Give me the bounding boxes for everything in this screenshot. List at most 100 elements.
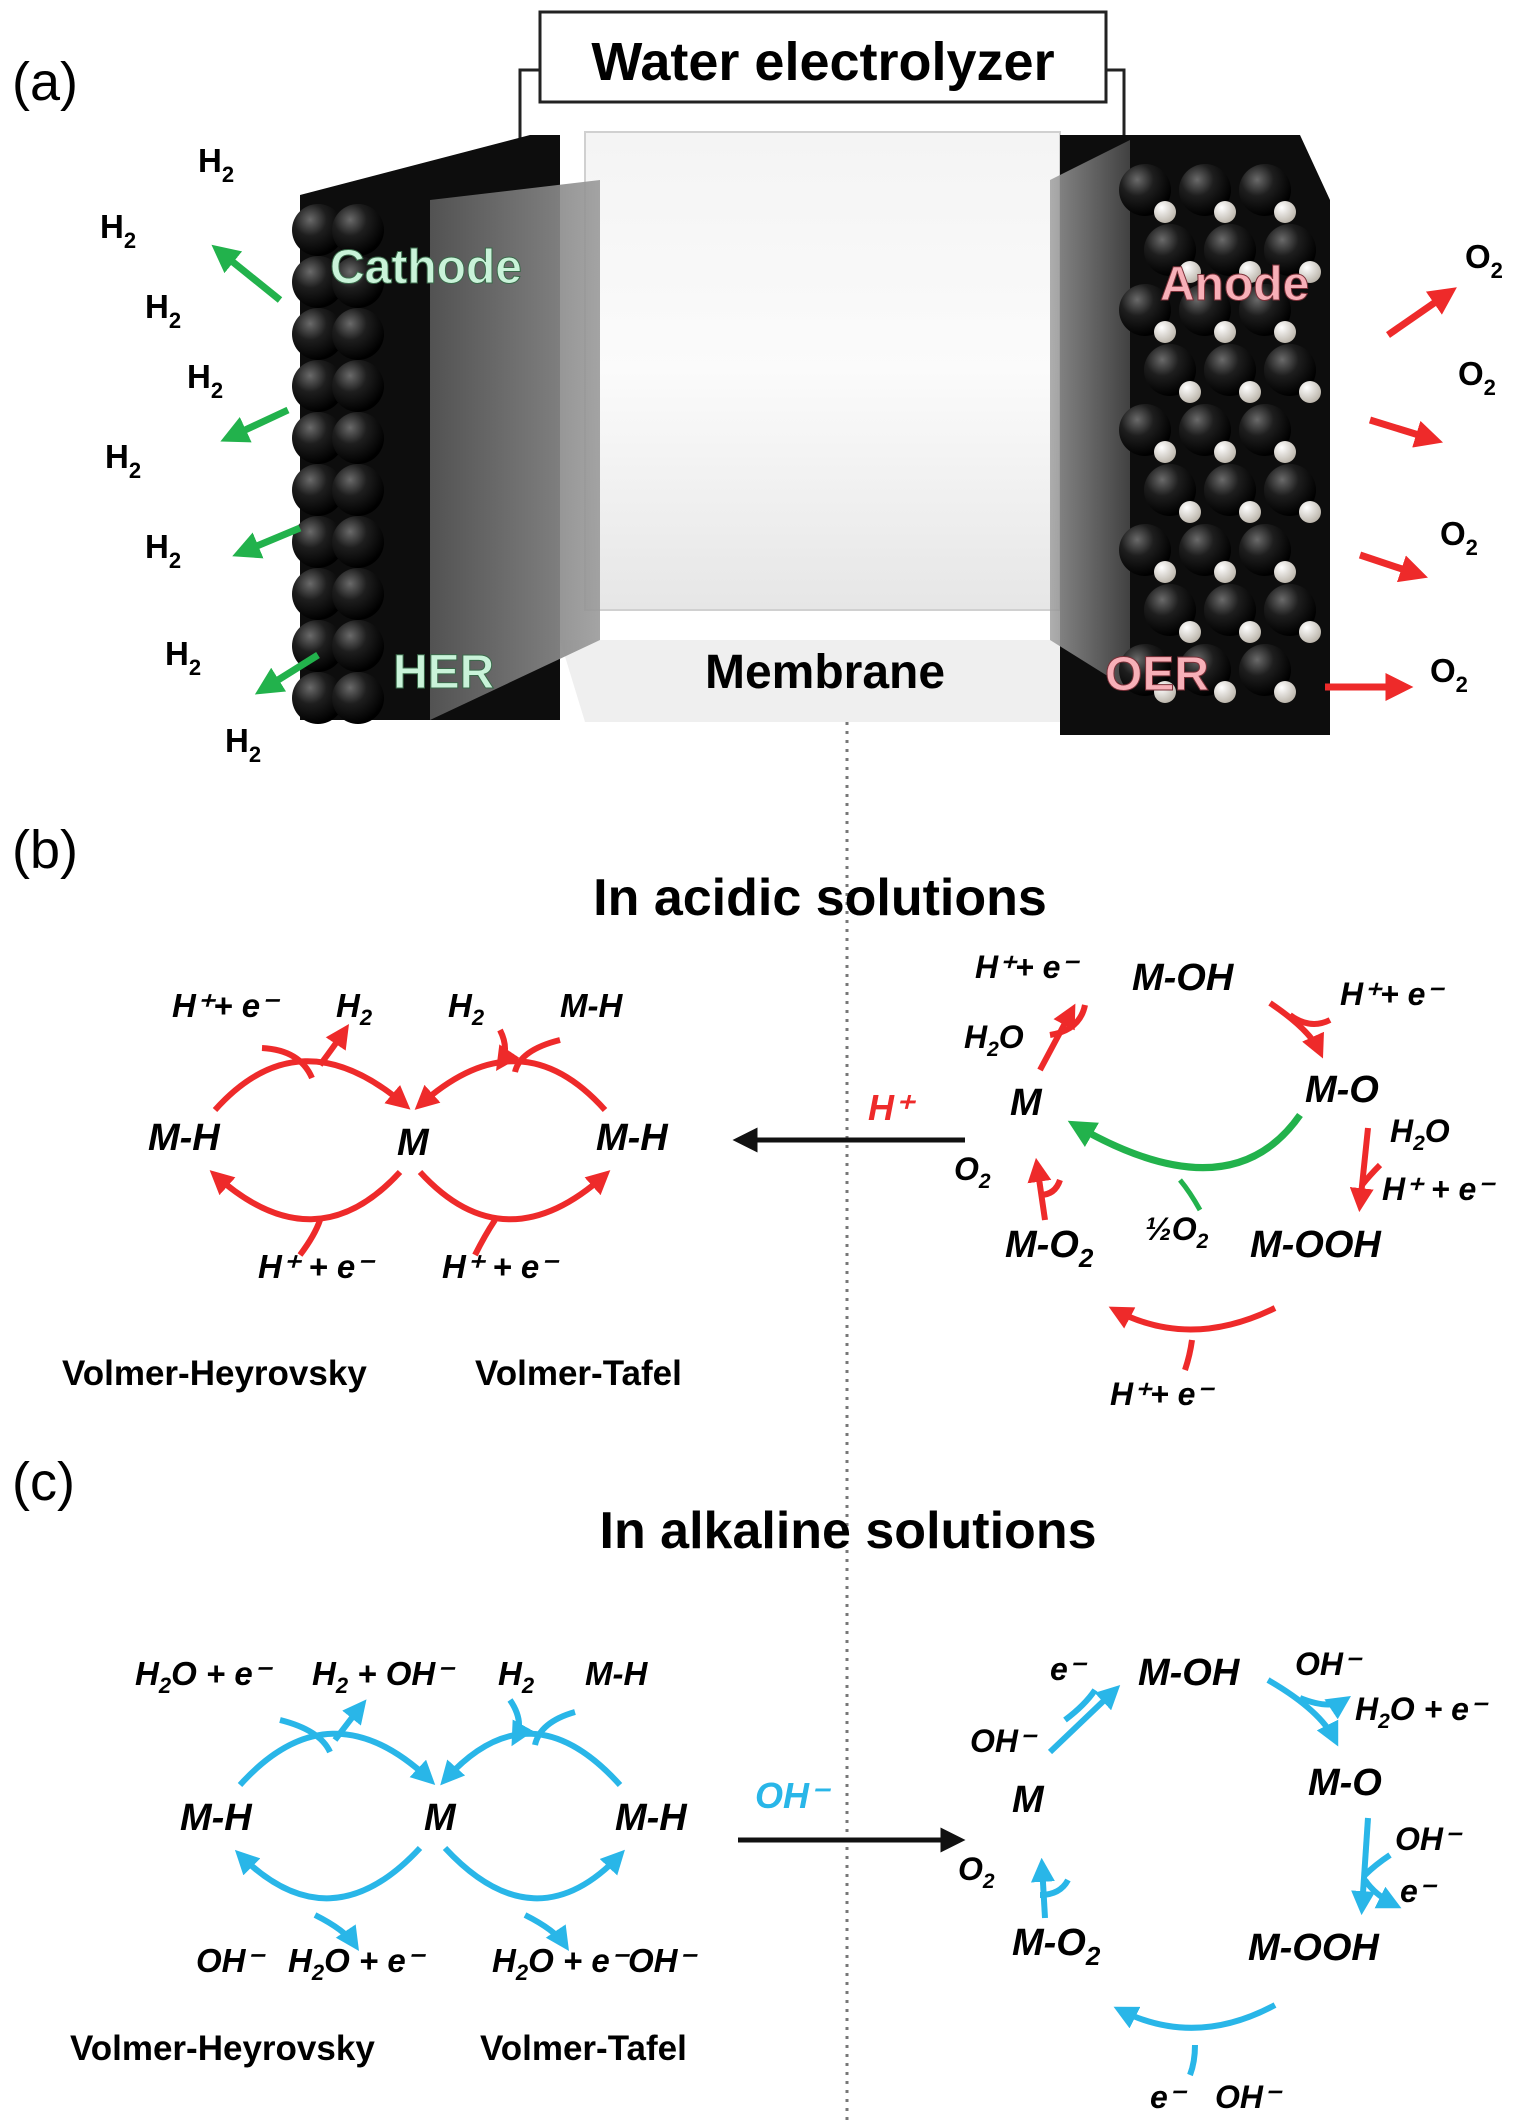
blue-branch [507,1698,534,1747]
h2-top: H2 [336,987,373,1030]
alkaline-oer-cycle [1030,1677,1402,2077]
blue-arrow [1351,1817,1376,1916]
cathode-sphere [332,412,384,464]
h2-label: H2 [165,635,201,680]
blue-branch [523,1912,569,1951]
acidic-oer-cycle [1027,1000,1383,1371]
o2-products: O2 O2 O2 O2 [1430,238,1503,697]
anode-catalyst-particle [1179,261,1201,283]
oer-mo2: M-O2 [1012,1922,1101,1971]
cathode-sphere [332,204,384,256]
cathode-sphere [332,256,384,308]
blue-branch [532,1709,576,1746]
anode-sphere [1204,224,1256,276]
oer-oh-right: OH⁻ [1395,1821,1463,1857]
membrane-floor [560,640,1080,722]
her-label: HER [393,646,494,699]
cathode-sphere [292,464,344,516]
anode-sphere [1264,344,1316,396]
anode-catalyst-particle [1154,321,1176,343]
oer-moh: M-OH [1132,957,1235,999]
o2-label: O2 [1440,515,1478,560]
blue-curve-arrow [442,1845,625,1902]
anode-sphere [1264,224,1316,276]
o2-label: O2 [1458,355,1496,400]
blue-arrow [1047,1685,1121,1755]
h2-top-right: H2 [448,987,485,1030]
h2-label: H2 [145,528,181,573]
anode-sphere [1239,524,1291,576]
anode-catalyst-particle [1274,561,1296,583]
cathode-plate [430,180,600,720]
anode-sphere [1119,644,1171,696]
oer-h-e-top-left: H⁺+ e⁻ [975,949,1080,985]
blue-branch [1362,1852,1392,1878]
acidic-her-cycle [209,1024,611,1257]
mh-top: M-H [560,987,623,1024]
anode-catalyst-particle [1274,681,1296,703]
oer-o2: O2 [954,1151,991,1193]
anode-catalyst-particle [1154,201,1176,223]
cathode-sphere [292,308,344,360]
blue-curve-arrow [237,1730,436,1788]
h2-label: H2 [187,358,223,403]
blue-branch [313,1912,359,1951]
h-plus-e-bottom-left: H⁺ + e⁻ [258,1248,376,1285]
cathode-sphere [292,204,344,256]
anode-catalyst-particle [1239,381,1261,403]
mh-left: M-H [148,1117,221,1159]
o2-arrows [1325,287,1457,701]
red-branch-arrow [512,1037,561,1073]
blue-branch [279,1717,333,1754]
red-curve-arrow [212,1058,411,1113]
alkaline-her-cycle [234,1698,625,1951]
red-branch [1039,1178,1063,1198]
mh-top: M-H [585,1655,648,1692]
blue-branch [332,1699,367,1742]
anode-catalyst-particle [1274,321,1296,343]
alkaline-oer-labels: M M-OH M-O M-OOH M-O2 e⁻ OH⁻ OH⁻ H2O + e… [958,1646,1489,2115]
oer-h-e-bottom: H⁺+ e⁻ [1110,1376,1215,1412]
green-arrow [211,244,283,303]
anode-catalyst-particle [1274,441,1296,463]
cathode-electrode [292,135,600,724]
anode-sphere [1144,584,1196,636]
h2-label: H2 [198,142,234,187]
blue-branch [1362,1878,1402,1909]
blue-curve-arrow [234,1845,423,1902]
cathode-sphere [292,568,344,620]
panel-b-label: (b) [12,820,78,880]
m-center: M [397,1122,430,1164]
red-arrow [1368,416,1444,448]
oer-label: OER [1105,648,1209,701]
red-branch [1288,1012,1332,1027]
alkaline-her-labels: M M-H M-H H2O + e⁻ H2 + OH⁻ H2 M-H OH⁻ H… [135,1655,699,1985]
oer-oh-left: OH⁻ [970,1723,1038,1759]
h2-label: H2 [100,208,136,253]
anode-sphere [1204,344,1256,396]
red-branch [1182,1339,1195,1371]
membrane-label: Membrane [705,646,945,699]
anode-sphere [1239,284,1291,336]
anode-sphere [1264,464,1316,516]
cathode-wire [518,68,540,140]
red-curve-arrow [209,1169,403,1223]
blue-arrow [1266,1677,1339,1747]
acidic-title: In acidic solutions [593,869,1047,927]
panel-a: (a) Water electrolyzer Cathode Anode HER… [12,10,1503,767]
oer-o2: O2 [958,1851,995,1893]
green-arrow [220,406,290,443]
red-branch-arrow [261,1045,315,1080]
oer-oh-top-right: OH⁻ [1295,1646,1363,1682]
cathode-sphere [292,672,344,724]
panel-a-label: (a) [12,52,78,112]
blue-curve-arrow [440,1730,623,1788]
anode-catalyst-particle [1299,381,1321,403]
blue-branch [1298,1695,1351,1720]
cathode-label: Cathode [330,241,522,294]
oer-mo: M-O [1308,1762,1382,1804]
oer-half-o2: ½O2 [1145,1211,1209,1253]
red-arrow [1358,551,1428,583]
acidic-oer-labels: M M-OH M-O M-OOH M-O2 H⁺+ e⁻ H2O H⁺+ e⁻ … [954,949,1496,1412]
